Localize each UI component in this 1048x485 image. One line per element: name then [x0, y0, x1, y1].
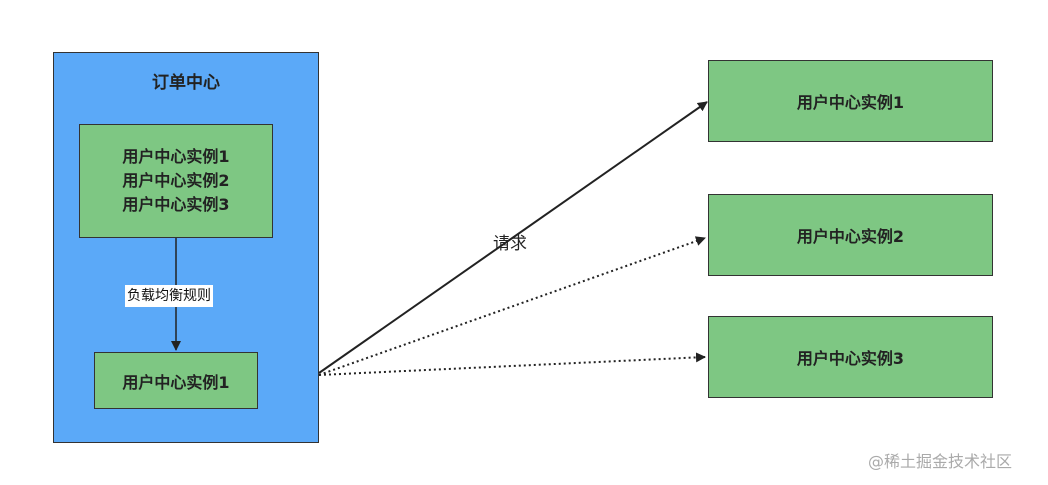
target-instance-3: 用户中心实例3	[708, 316, 993, 398]
target-instance-1: 用户中心实例1	[708, 60, 993, 142]
request-label: 请求	[493, 234, 527, 254]
request-arrow-2	[318, 236, 706, 376]
instance-list-box: 用户中心实例1 用户中心实例2 用户中心实例3	[79, 124, 273, 238]
instance-list-item-1: 用户中心实例1	[122, 147, 230, 166]
target-instance-2: 用户中心实例2	[708, 194, 993, 276]
instance-list-item-3: 用户中心实例3	[122, 195, 230, 214]
request-arrow-1	[318, 101, 708, 374]
request-arrow-3	[318, 352, 706, 376]
order-center-title: 订单中心	[152, 73, 220, 93]
load-balance-rule-label: 负载均衡规则	[125, 285, 213, 307]
watermark: @稀土掘金技术社区	[868, 452, 1013, 471]
instance-list-item-2: 用户中心实例2	[122, 171, 230, 190]
selected-instance-box: 用户中心实例1	[94, 352, 258, 409]
